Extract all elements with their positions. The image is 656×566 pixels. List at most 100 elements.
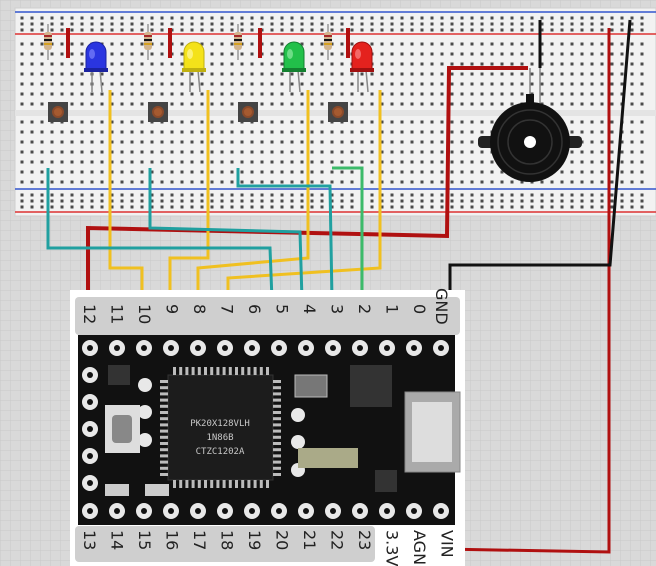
breadboard-hole: [330, 150, 334, 154]
breadboard-hole: [400, 22, 404, 26]
breadboard-hole: [580, 16, 584, 20]
breadboard-hole: [270, 22, 274, 26]
breadboard-hole: [610, 52, 614, 56]
breadboard-hole: [250, 130, 254, 134]
breadboard-hole: [200, 120, 204, 124]
breadboard-hole: [190, 16, 194, 20]
pad-hole: [411, 345, 417, 351]
breadboard-hole: [360, 22, 364, 26]
breadboard-hole: [310, 22, 314, 26]
breadboard-hole: [440, 52, 444, 56]
breadboard-hole: [220, 160, 224, 164]
breadboard-hole: [470, 193, 474, 197]
breadboard-hole: [330, 16, 334, 20]
push-button-2[interactable]: [148, 102, 168, 122]
breadboard-hole: [210, 62, 214, 66]
reset-button[interactable]: [112, 415, 132, 443]
breadboard-hole: [50, 62, 54, 66]
breadboard-hole: [140, 140, 144, 144]
breadboard-hole: [300, 92, 304, 96]
breadboard-hole: [540, 205, 544, 209]
breadboard-hole: [170, 82, 174, 86]
breadboard-hole: [390, 180, 394, 184]
breadboard-hole: [480, 180, 484, 184]
breadboard-hole: [620, 92, 624, 96]
push-button-3[interactable]: [238, 102, 258, 122]
breadboard-hole: [100, 102, 104, 106]
chip-pin: [160, 380, 168, 383]
breadboard-hole: [430, 140, 434, 144]
chip-pin: [228, 480, 232, 488]
breadboard-hole: [580, 150, 584, 154]
chip-pin: [197, 480, 201, 488]
breadboard-hole: [560, 180, 564, 184]
breadboard-hole: [160, 82, 164, 86]
push-button-1[interactable]: [48, 102, 68, 122]
breadboard-hole: [400, 28, 404, 32]
breadboard-hole: [350, 22, 354, 26]
breadboard-hole: [450, 82, 454, 86]
breadboard-hole: [270, 82, 274, 86]
bottom-pin-label: 23: [355, 530, 374, 550]
breadboard-hole: [110, 150, 114, 154]
chip-pin: [222, 480, 226, 488]
breadboard-hole: [400, 170, 404, 174]
breadboard-hole: [370, 82, 374, 86]
breadboard-hole: [390, 42, 394, 46]
breadboard-hole: [240, 193, 244, 197]
breadboard-hole: [300, 82, 304, 86]
breadboard-hole: [440, 140, 444, 144]
breadboard-hole: [100, 180, 104, 184]
breadboard-hole: [140, 42, 144, 46]
breadboard-hole: [470, 170, 474, 174]
breadboard-hole: [190, 28, 194, 32]
resistor-4: [324, 24, 332, 60]
pad-hole: [276, 345, 282, 351]
breadboard-hole: [50, 170, 54, 174]
breadboard-hole: [350, 150, 354, 154]
breadboard-hole: [360, 150, 364, 154]
breadboard-hole: [580, 62, 584, 66]
breadboard-hole: [310, 205, 314, 209]
chip-pin: [160, 435, 168, 439]
breadboard-hole: [540, 199, 544, 203]
breadboard-hole: [240, 170, 244, 174]
breadboard-hole: [90, 180, 94, 184]
breadboard-hole: [110, 140, 114, 144]
breadboard-hole: [90, 170, 94, 174]
breadboard-hole: [490, 22, 494, 26]
breadboard-hole: [310, 180, 314, 184]
breadboard-hole: [160, 22, 164, 26]
breadboard-hole: [270, 28, 274, 32]
breadboard-hole: [630, 120, 634, 124]
breadboard-hole: [340, 193, 344, 197]
breadboard-hole: [450, 130, 454, 134]
breadboard-hole: [60, 170, 64, 174]
breadboard-hole: [330, 180, 334, 184]
top-pin-label-strip: [75, 297, 460, 335]
led-red: [350, 41, 374, 93]
breadboard-hole: [550, 42, 554, 46]
pad-hole: [168, 345, 174, 351]
breadboard-hole: [30, 120, 34, 124]
breadboard-hole: [40, 193, 44, 197]
breadboard-hole: [230, 130, 234, 134]
breadboard-hole: [210, 42, 214, 46]
breadboard-hole: [240, 205, 244, 209]
breadboard-hole: [410, 170, 414, 174]
push-button-4[interactable]: [328, 102, 348, 122]
breadboard-hole: [510, 92, 514, 96]
breadboard-hole: [470, 130, 474, 134]
breadboard-hole: [480, 82, 484, 86]
breadboard-hole: [340, 150, 344, 154]
breadboard-hole: [580, 170, 584, 174]
breadboard-hole: [40, 120, 44, 124]
breadboard-hole: [490, 92, 494, 96]
breadboard-hole: [20, 102, 24, 106]
breadboard-hole: [390, 16, 394, 20]
breadboard-hole: [610, 170, 614, 174]
breadboard-hole: [570, 92, 574, 96]
breadboard-hole: [380, 22, 384, 26]
breadboard-hole: [220, 42, 224, 46]
